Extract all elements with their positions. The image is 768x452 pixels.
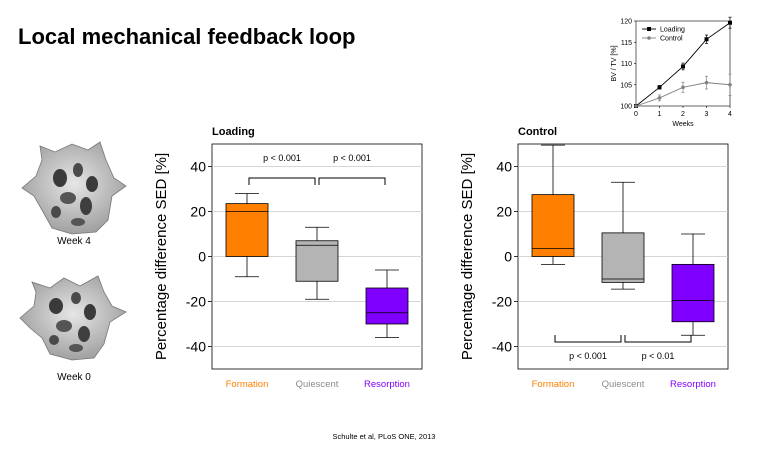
box-chart-ytick-label: -40 [186, 339, 206, 355]
p-value-label: p < 0.001 [333, 153, 371, 163]
line-chart-ytick-label: 115 [621, 40, 632, 47]
box-chart-ytick-label: 0 [198, 249, 206, 265]
box-chart-ytick-label: 40 [190, 159, 206, 175]
box-formation: Formation [225, 193, 269, 390]
significance-annotation: p < 0.001 [554, 335, 622, 361]
significance-bracket [624, 335, 692, 343]
p-value-label: p < 0.01 [642, 351, 675, 361]
line-chart-ytick-label: 100 [620, 104, 632, 111]
box-body [365, 287, 409, 325]
category-label: Quiescent [602, 379, 645, 390]
line-chart-xlabel: Weeks [672, 121, 694, 128]
control-box-chart: Control -40 -20 0 20 40 Percentage difference … [459, 126, 729, 390]
significance-annotation: p < 0.001 [318, 153, 386, 185]
line-chart-xtick-label: 1 [658, 111, 662, 118]
significance-annotation: p < 0.01 [624, 335, 692, 361]
line-chart-xtick-label: 0 [634, 111, 638, 118]
box-quiescent: Quiescent [601, 181, 645, 390]
box-chart-ylabel: Percentage difference SED [%] [153, 153, 170, 360]
box-chart-ylabel: Percentage difference SED [%] [459, 153, 476, 360]
significance-bracket [248, 177, 316, 185]
data-point [704, 37, 709, 42]
significance-bracket [554, 335, 622, 343]
significance-annotation: p < 0.001 [248, 153, 316, 185]
box-chart-title: Loading [212, 126, 255, 138]
data-point [634, 104, 638, 108]
legend-marker [647, 27, 651, 31]
line-chart-xtick-label: 2 [681, 111, 685, 118]
box-chart-ytick-label: 40 [496, 159, 512, 175]
line-chart-ytick-label: 105 [620, 82, 632, 89]
week0-caption: Week 0 [57, 372, 91, 383]
series-loading: Loading [634, 16, 732, 108]
box-formation: Formation [531, 144, 575, 390]
line-chart-ylabel: BV / TV [%] [611, 45, 618, 81]
series-control: Control [634, 36, 732, 108]
data-point [657, 96, 662, 100]
box-resorption: Resorption [364, 269, 410, 390]
box-chart-ytick-label: -40 [492, 339, 512, 355]
line-chart-ytick-label: 110 [621, 61, 632, 68]
line-chart-xtick-label: 4 [728, 111, 732, 118]
box-body [671, 263, 715, 323]
p-value-label: p < 0.001 [263, 153, 301, 163]
week4-caption: Week 4 [57, 236, 91, 247]
p-value-label: p < 0.001 [569, 351, 607, 361]
category-label: Quiescent [296, 379, 339, 390]
box-chart-title: Control [518, 126, 557, 138]
box-body [531, 194, 575, 257]
box-chart-ytick-label: -20 [186, 294, 206, 310]
data-point [681, 85, 685, 90]
data-point [704, 80, 709, 85]
category-label: Resorption [670, 379, 716, 390]
line-chart-xtick-label: 3 [705, 111, 709, 118]
box-resorption: Resorption [670, 233, 716, 390]
box-body [225, 203, 269, 257]
data-point [728, 82, 732, 87]
box-chart-ytick-label: 20 [190, 204, 206, 220]
category-label: Formation [226, 379, 269, 390]
box-quiescent: Quiescent [295, 226, 339, 390]
data-point [681, 64, 685, 69]
data-point [728, 20, 732, 25]
citation: Schulte et al, PLoS ONE, 2013 [332, 432, 436, 441]
bone-week4-image [21, 141, 127, 235]
legend-label: Control [660, 36, 683, 43]
box-chart-ytick-label: 0 [504, 249, 512, 265]
significance-bracket [318, 177, 386, 185]
legend-marker [647, 36, 651, 40]
box-chart-ytick-label: -20 [492, 294, 512, 310]
slide-title: Local mechanical feedback loop [18, 24, 356, 49]
category-label: Formation [532, 379, 575, 390]
bone-week0-image [19, 275, 127, 361]
box-body [295, 240, 339, 282]
loading-box-chart: Loading -40 -20 0 20 40 Percentage difference … [153, 126, 423, 390]
line-chart-ytick-label: 120 [620, 19, 632, 26]
data-point [657, 85, 662, 90]
category-label: Resorption [364, 379, 410, 390]
legend-label: Loading [660, 27, 685, 34]
box-body [601, 232, 645, 283]
box-chart-ytick-label: 20 [496, 204, 512, 220]
